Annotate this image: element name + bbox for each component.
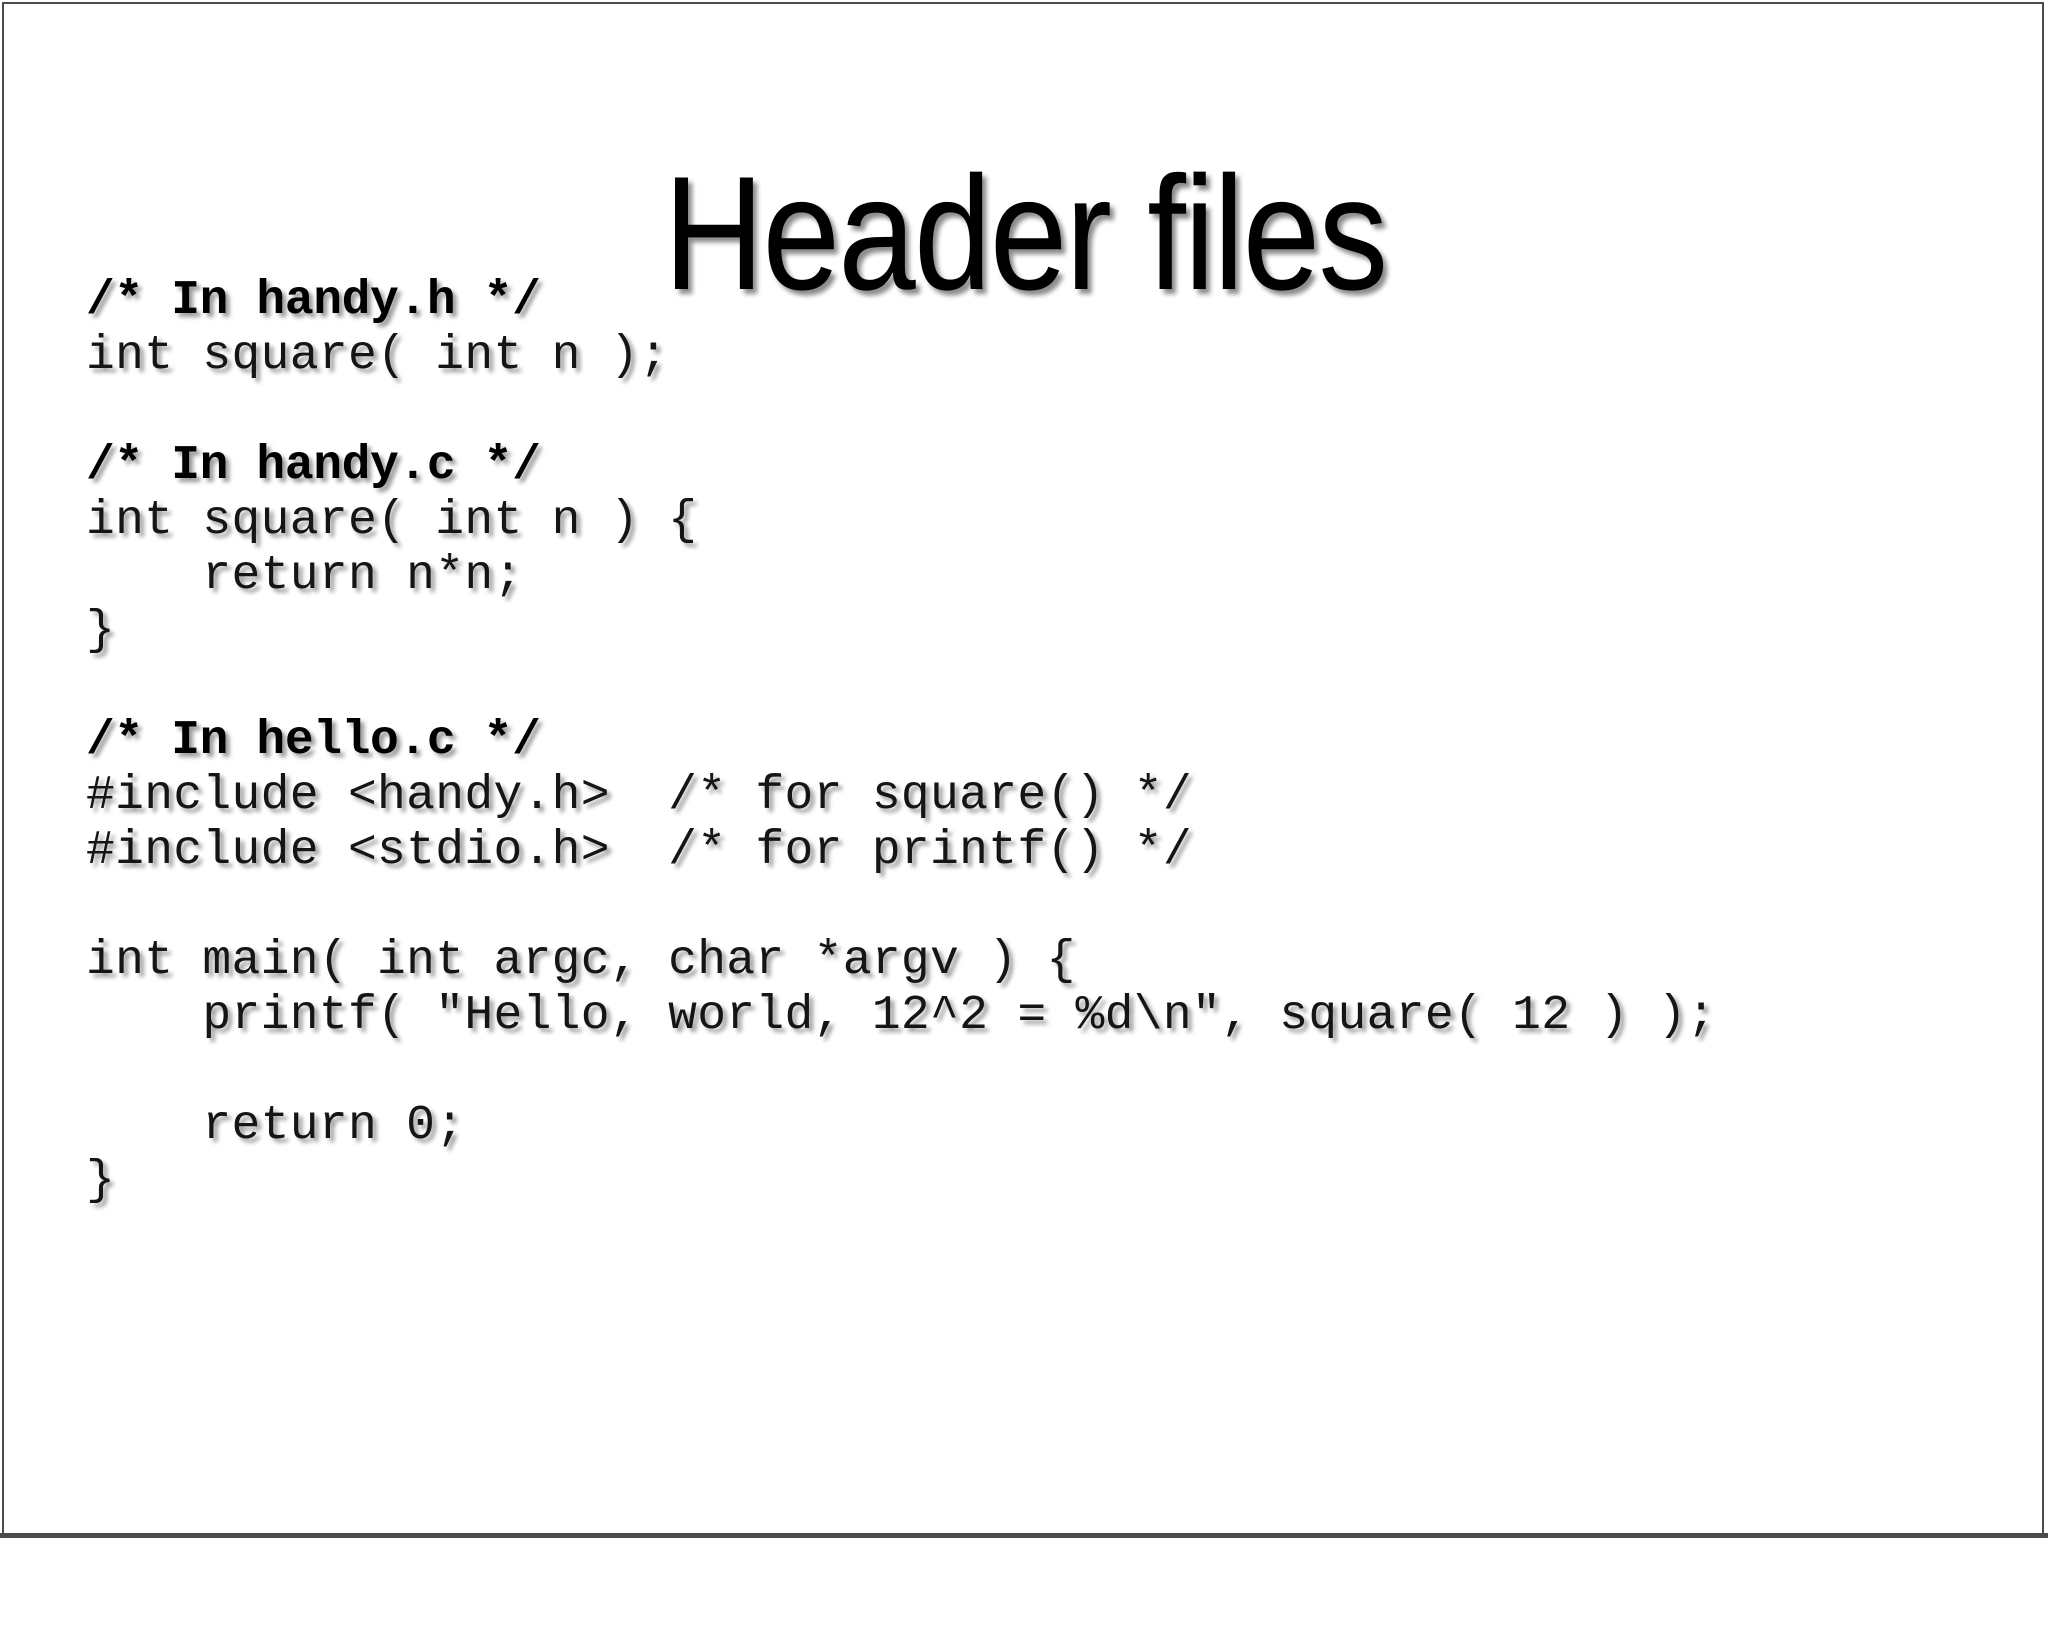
code-line: return n*n; [86, 549, 523, 603]
slide-bottom-divider [0, 1533, 2048, 1538]
code-block: /* In handy.h */int square( int n ); /* … [86, 274, 1986, 1209]
code-line: #include <handy.h> /* for square() */ [86, 769, 1192, 823]
code-comment-line: /* In hello.c */ [86, 714, 541, 768]
code-comment-line: /* In handy.c */ [86, 439, 541, 493]
slide-canvas: Header files /* In handy.h */int square(… [2, 2, 2044, 1535]
code-comment-line: /* In handy.h */ [86, 274, 541, 328]
code-blank-line [86, 384, 1986, 439]
code-blank-line [86, 659, 1986, 714]
page-title: Header files [663, 142, 1388, 324]
code-line: return 0; [86, 1099, 465, 1153]
code-line: } [86, 1154, 116, 1208]
code-line: int square( int n ) { [86, 494, 698, 548]
code-blank-line [86, 879, 1986, 934]
code-line: int square( int n ); [86, 329, 669, 383]
code-line: int main( int argc, char *argv ) { [86, 934, 1076, 988]
code-blank-line [86, 1044, 1986, 1099]
slide-under-area [0, 1538, 2048, 1636]
code-line: #include <stdio.h> /* for printf() */ [86, 824, 1192, 878]
code-line: } [86, 604, 116, 658]
code-line: printf( "Hello, world, 12^2 = %d\n", squ… [86, 989, 1716, 1043]
